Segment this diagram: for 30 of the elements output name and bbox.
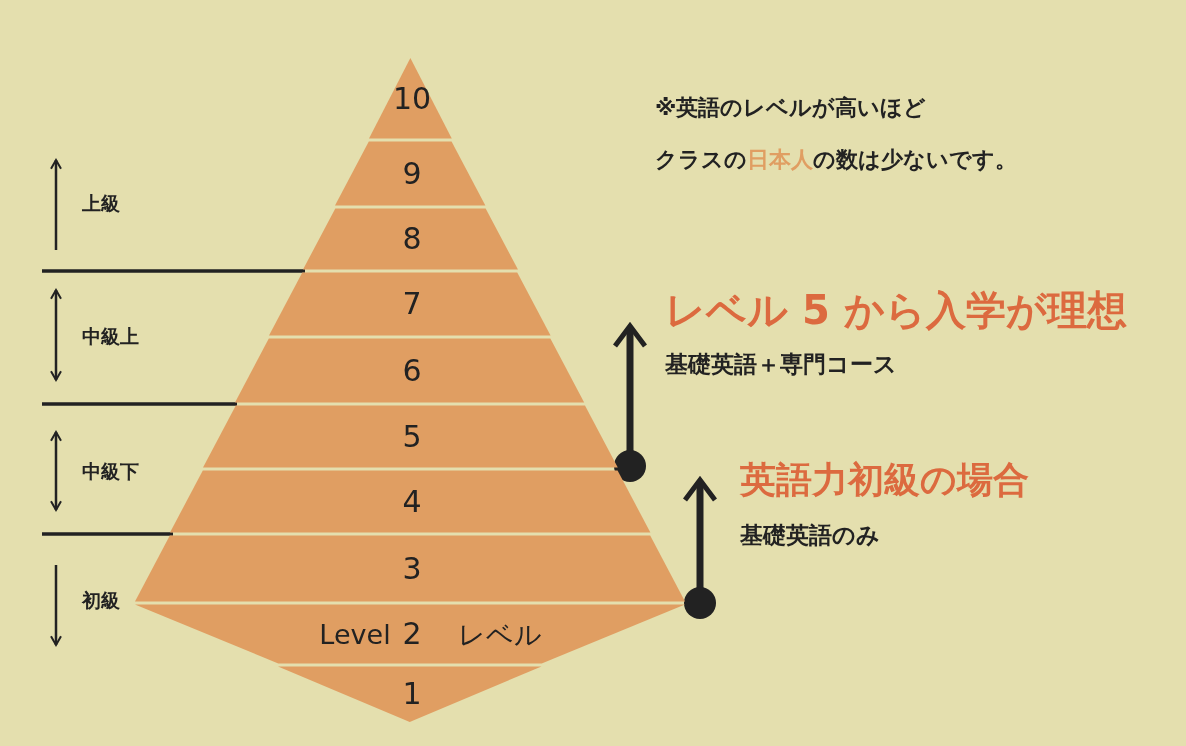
heading: レベル 5 から入学が理想 — [665, 288, 1127, 332]
subheading: 基礎英語＋専門コース — [665, 352, 897, 378]
note-text: クラスの日本人の数は少ないです。 — [655, 148, 1017, 173]
pyramid-band — [334, 140, 486, 207]
level-caption: Level — [319, 620, 391, 648]
pyramid-band — [302, 207, 518, 271]
level-number: 10 — [392, 84, 432, 114]
pyramid-band — [202, 404, 618, 469]
level-number: 7 — [402, 289, 422, 319]
pyramid-band — [235, 337, 585, 404]
pyramid-band — [135, 534, 685, 603]
level-number: 1 — [402, 678, 422, 709]
level-number: 6 — [402, 355, 422, 386]
heading: 英語力初級の場合 — [740, 460, 1029, 500]
pyramid-band — [269, 271, 551, 337]
level-group-label: 初級 — [82, 590, 120, 611]
level-group-label: 中級上 — [82, 326, 139, 347]
level-caption: レベル — [458, 620, 542, 648]
pyramid-band — [368, 58, 452, 140]
subheading: 基礎英語のみ — [740, 523, 880, 549]
pyramid-band — [169, 469, 651, 534]
level-number: 5 — [402, 421, 422, 452]
note-text: ※英語のレベルが高いほど — [655, 96, 927, 121]
level-number: 3 — [402, 553, 422, 584]
level-number: 8 — [402, 224, 422, 254]
level-number: 4 — [402, 486, 422, 517]
level-group-label: 中級下 — [82, 461, 139, 482]
level-number: 9 — [402, 158, 422, 189]
level-number: 2 — [402, 619, 422, 649]
level-group-label: 上級 — [82, 193, 120, 214]
